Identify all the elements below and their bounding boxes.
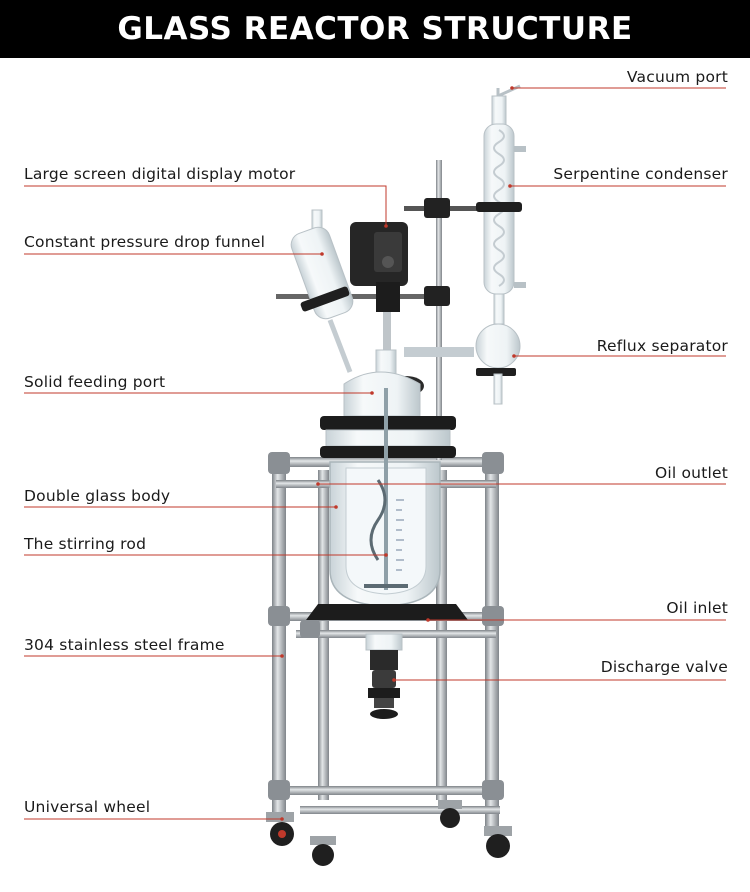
label-universal-wheel: Universal wheel xyxy=(24,798,151,816)
label-serpentine-condenser: Serpentine condenser xyxy=(553,165,728,183)
support-rod xyxy=(276,160,514,460)
label-stirring-rod: The stirring rod xyxy=(24,535,147,553)
label-oil-inlet: Oil inlet xyxy=(666,599,728,617)
discharge-valve xyxy=(365,633,403,719)
leader-lines xyxy=(24,87,726,820)
page-title: GLASS REACTOR STRUCTURE xyxy=(117,11,633,47)
label-discharge-valve: Discharge valve xyxy=(600,658,728,676)
bottom-plate xyxy=(306,604,468,620)
label-double-glass-body: Double glass body xyxy=(24,487,171,505)
label-vacuum-port: Vacuum port xyxy=(626,68,728,86)
serpentine-condenser xyxy=(476,84,526,325)
reflux-separator xyxy=(404,323,521,405)
title-banner: GLASS REACTOR STRUCTURE xyxy=(0,0,750,58)
label-solid-feeding-port: Solid feeding port xyxy=(24,373,166,391)
label-drop-funnel: Constant pressure drop funnel xyxy=(24,233,266,251)
display-motor xyxy=(350,222,408,352)
label-reflux-separator: Reflux separator xyxy=(596,337,728,355)
label-display-motor: Large screen digital display motor xyxy=(24,165,296,183)
drop-funnel xyxy=(290,209,354,373)
universal-wheels xyxy=(266,800,512,866)
label-steel-frame: 304 stainless steel frame xyxy=(24,636,225,654)
leader-dots xyxy=(280,86,516,821)
label-oil-outlet: Oil outlet xyxy=(654,464,728,482)
